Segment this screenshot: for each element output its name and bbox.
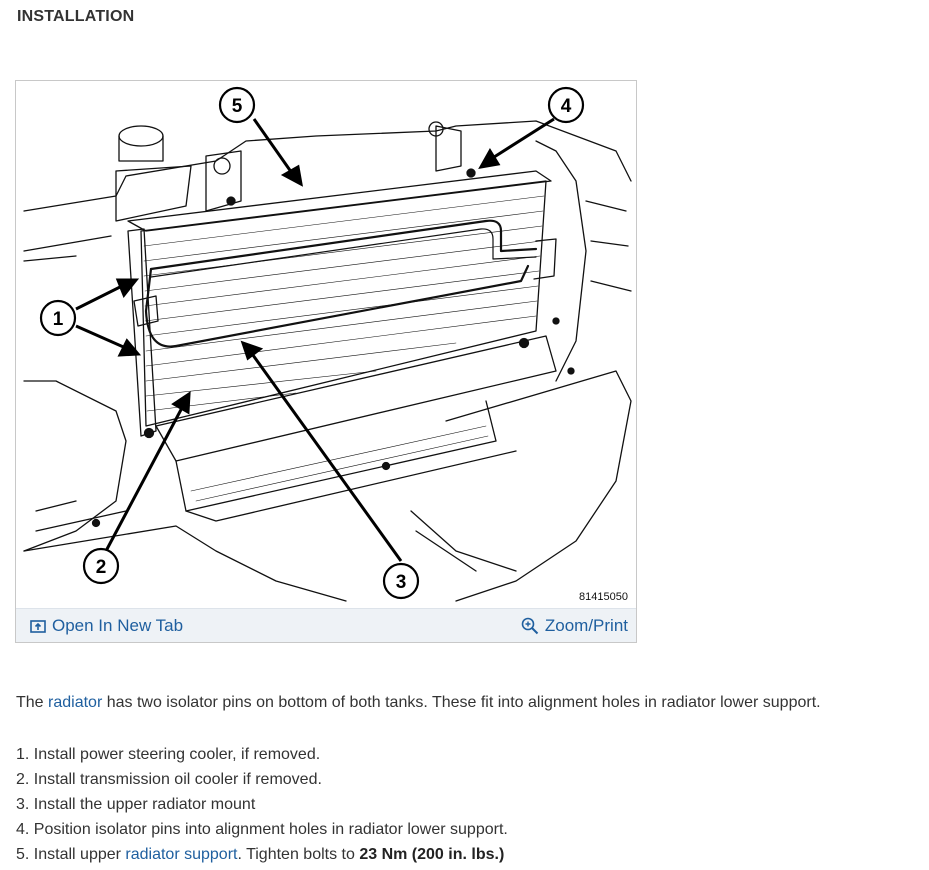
- step-number: 5.: [16, 846, 30, 863]
- callout-2: 2: [96, 557, 107, 578]
- zoom-print-link[interactable]: Zoom/Print: [521, 616, 628, 636]
- figure-toolbar: Open In New Tab Zoom/Print: [16, 608, 636, 642]
- step-number: 2.: [16, 771, 30, 788]
- step-number: 4.: [16, 821, 30, 838]
- step-text: Install the upper radiator mount: [33, 796, 256, 813]
- step-text: Install power steering cooler, if remove…: [33, 746, 321, 763]
- step-number: 1.: [16, 746, 30, 763]
- list-item: 5. Install upper radiator support. Tight…: [16, 845, 508, 870]
- radiator-link[interactable]: radiator: [48, 694, 103, 711]
- figure-id: 81415050: [579, 591, 628, 603]
- section-heading: INSTALLATION: [17, 8, 135, 25]
- step-number: 3.: [16, 796, 30, 813]
- radiator-illustration: 5 4 1 2 3: [23, 86, 632, 602]
- intro-paragraph: The radiator has two isolator pins on bo…: [16, 694, 821, 712]
- installation-figure: 5 4 1 2 3 81415050 Open In New Tab Zoom/…: [15, 80, 637, 643]
- callout-4: 4: [561, 96, 572, 117]
- step-text-mid: . Tighten bolts to: [237, 846, 360, 863]
- list-item: 4. Position isolator pins into alignment…: [16, 820, 508, 845]
- intro-text-after: has two isolator pins on bottom of both …: [102, 694, 821, 711]
- radiator-support-link[interactable]: radiator support: [125, 846, 238, 863]
- magnifier-zoom-icon: [521, 617, 539, 635]
- zoom-print-label: Zoom/Print: [544, 615, 628, 635]
- callout-5: 5: [232, 96, 243, 117]
- installation-steps: 1. Install power steering cooler, if rem…: [16, 745, 508, 870]
- step-text: Position isolator pins into alignment ho…: [33, 821, 508, 838]
- open-in-new-tab-label: Open In New Tab: [52, 615, 184, 635]
- intro-text-before: The: [16, 694, 49, 711]
- list-item: 1. Install power steering cooler, if rem…: [16, 745, 508, 770]
- callout-1: 1: [53, 309, 64, 330]
- open-new-tab-icon: [30, 619, 46, 633]
- list-item: 3. Install the upper radiator mount: [16, 795, 508, 820]
- torque-spec: 23 Nm (200 in. lbs.): [359, 846, 505, 863]
- step-text: Install transmission oil cooler if remov…: [33, 771, 322, 788]
- open-in-new-tab-link[interactable]: Open In New Tab: [30, 616, 183, 636]
- callout-3: 3: [396, 572, 407, 593]
- list-item: 2. Install transmission oil cooler if re…: [16, 770, 508, 795]
- step-text-before: Install upper: [33, 846, 126, 863]
